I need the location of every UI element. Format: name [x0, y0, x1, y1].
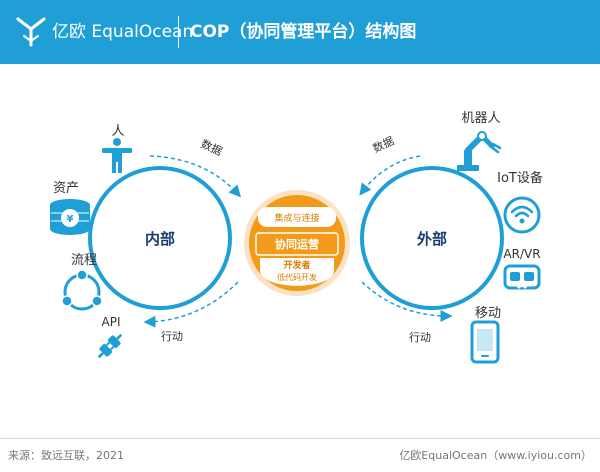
item-label-arvr: AR/VR: [503, 247, 540, 261]
external-circle: [360, 166, 504, 310]
flow-arrow-bottom-right: [361, 281, 453, 322]
flow-arrow-top-left: [149, 155, 242, 198]
flow-label-top-left: 数据: [199, 136, 225, 158]
internal-label: 内部: [145, 230, 175, 248]
layer-top-text: 集成与连接: [274, 212, 319, 224]
mobile-phone-icon: [470, 320, 500, 364]
internal-circle: [88, 166, 232, 310]
header-divider: [178, 16, 179, 48]
coin-stack-icon: ¥: [50, 199, 90, 235]
flow-arrow-bottom-left: [143, 281, 239, 328]
wifi-device-icon: [503, 196, 541, 234]
item-label-api: API: [102, 315, 121, 329]
layer-top-band: [258, 207, 336, 227]
svg-text:¥: ¥: [67, 214, 74, 225]
layer-middle-band: [255, 232, 339, 256]
flow-arrow-top-right: [359, 155, 421, 196]
person-icon: [102, 138, 132, 173]
flow-label-top-right: 数据: [370, 133, 396, 155]
process-icon: [61, 269, 103, 311]
item-label-person: 人: [111, 124, 124, 139]
brand-name: 亿欧 EqualOcean: [52, 22, 194, 42]
footer-source: 来源：致远互联，2021: [8, 449, 124, 462]
layer-bottom-text-1: 开发者: [283, 259, 310, 271]
equalocean-logo-icon: [16, 17, 46, 47]
item-label-robot: 机器人: [461, 111, 500, 126]
external-label: 外部: [416, 230, 447, 248]
layer-bottom-text-2: 低代码开发: [277, 272, 317, 282]
item-label-iot: IoT设备: [497, 170, 543, 186]
item-label-assets: 资产: [53, 181, 79, 196]
plug-icon: [97, 333, 123, 359]
header-bar: 亿欧 EqualOcean COP（协同管理平台）结构图: [0, 0, 600, 64]
cop-platform-badge: 集成与连接 协同运营 开发者 低代码开发: [244, 190, 350, 296]
cop-structure-diagram: 内部 外部 数据 数据 行动 行动 集成与连接 协同运营 开发者 低代码开发 人…: [50, 111, 543, 364]
flow-label-bottom-left: 行动: [161, 330, 183, 343]
item-label-mobile: 移动: [475, 306, 501, 321]
layer-bottom-band: [260, 258, 334, 286]
vr-headset-icon: [503, 264, 541, 290]
footer-brand: 亿欧EqualOcean（www.iyiou.com）: [399, 449, 592, 462]
item-label-process: 流程: [71, 253, 97, 268]
flow-label-bottom-right: 行动: [409, 331, 431, 344]
page-title: COP（协同管理平台）结构图: [190, 22, 417, 42]
footer-divider: [0, 438, 600, 439]
robot-arm-icon: [457, 131, 502, 171]
layer-middle-text: 协同运营: [275, 237, 319, 251]
